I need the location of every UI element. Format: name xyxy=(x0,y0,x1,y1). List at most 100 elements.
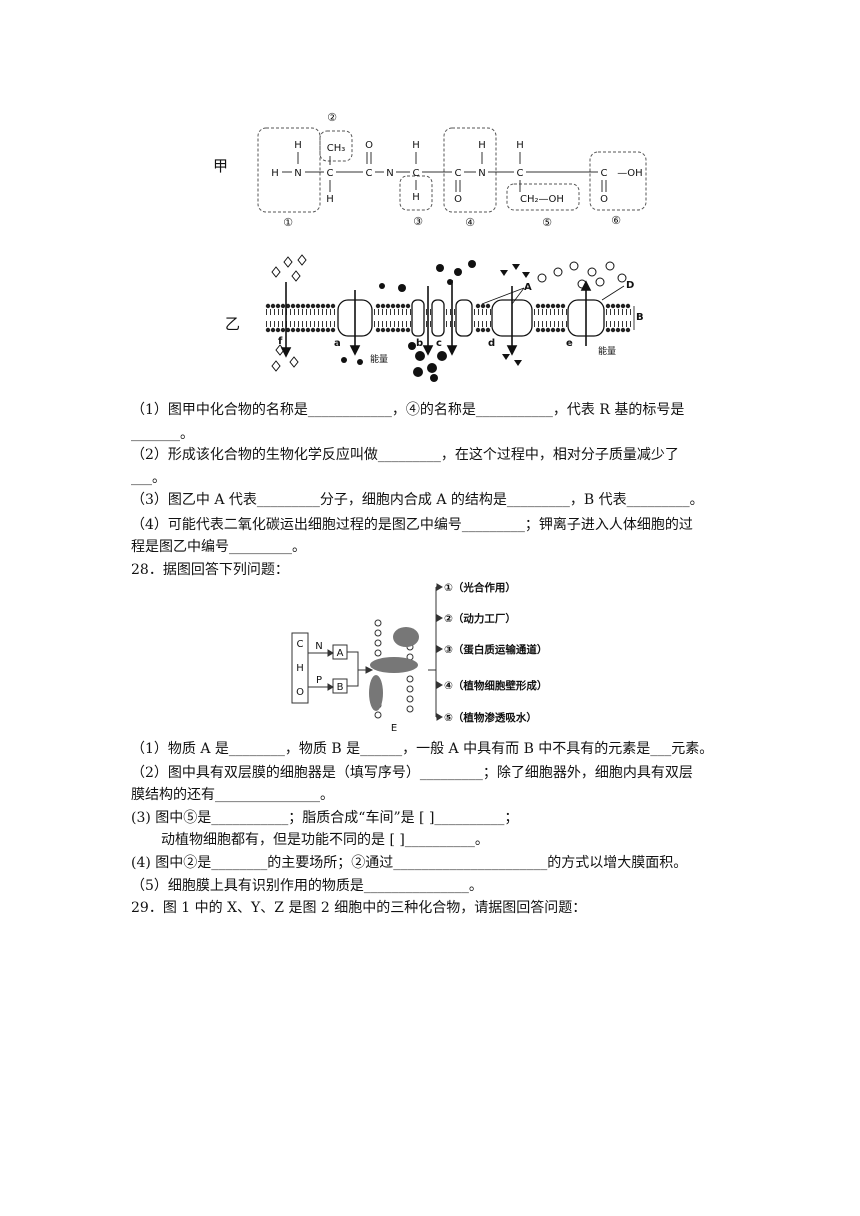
phospholipid-head xyxy=(625,327,631,333)
circled-1: ① xyxy=(283,216,293,229)
circled-2: ② xyxy=(327,111,337,124)
svg-text:C: C xyxy=(297,639,304,650)
phospholipid-head xyxy=(550,327,556,333)
svg-text:能量: 能量 xyxy=(370,353,388,365)
svg-text:C: C xyxy=(517,168,524,179)
svg-text:O: O xyxy=(454,194,462,205)
svg-text:CH₃: CH₃ xyxy=(327,143,346,154)
phospholipid-head xyxy=(295,303,301,309)
svg-text:N: N xyxy=(315,641,322,652)
q28-line-5: 动植物细胞都有，但是功能不同的是 [ ]__________。 xyxy=(161,832,489,848)
svg-text:①（光合作用）: ①（光合作用） xyxy=(444,581,516,594)
phospholipid-head xyxy=(605,303,611,309)
phospholipid-head xyxy=(485,303,491,309)
box-5 xyxy=(506,183,580,211)
svg-text:H: H xyxy=(412,192,420,203)
phospholipid-head xyxy=(325,303,331,309)
phospholipid-head xyxy=(615,327,621,333)
q27-line-6: （4）可能代表二氧化碳运出细胞过程的是图乙中编号_________；钾离子进入人… xyxy=(131,517,693,533)
svg-text:②（动力工厂）: ②（动力工厂） xyxy=(444,612,516,625)
phospholipid-head xyxy=(265,303,271,309)
phospholipid-head xyxy=(395,327,401,333)
elements-box xyxy=(291,632,309,704)
phospholipid-head xyxy=(325,327,331,333)
svg-text:—OH: —OH xyxy=(617,168,642,179)
q28-line-7: （5）细胞膜上具有识别作用的物质是_______________。 xyxy=(131,878,483,894)
svg-text:C: C xyxy=(413,168,420,179)
phospholipid-head xyxy=(625,303,631,309)
phospholipid-head xyxy=(535,327,541,333)
svg-text:d: d xyxy=(488,338,495,349)
svg-text:E: E xyxy=(391,723,397,734)
box-6 xyxy=(589,151,647,211)
phospholipid-head xyxy=(380,327,386,333)
branch-arrow xyxy=(436,614,443,622)
q28-line-3: 膜结构的还有_______________。 xyxy=(131,787,334,803)
box-2 xyxy=(319,130,353,162)
figure-yi-membrane-diagram: A B D a b c d e f 能量 能量 xyxy=(265,254,644,382)
phospholipid-head xyxy=(275,327,281,333)
phospholipid-head xyxy=(620,303,626,309)
phospholipid-head xyxy=(545,327,551,333)
phospholipid-head xyxy=(380,303,386,309)
circled-5: ⑤ xyxy=(542,216,552,229)
phospholipid-head xyxy=(480,303,486,309)
phospholipid-head xyxy=(330,327,336,333)
svg-text:C: C xyxy=(601,168,608,179)
phospholipid-head xyxy=(275,303,281,309)
svg-text:O: O xyxy=(365,140,373,151)
phospholipid-head xyxy=(280,327,286,333)
box-4 xyxy=(443,127,497,213)
svg-text:H: H xyxy=(296,663,304,674)
box-1 xyxy=(257,127,321,213)
organelle-left xyxy=(369,675,383,711)
svg-text:H: H xyxy=(294,140,302,151)
phospholipid-head xyxy=(395,303,401,309)
phospholipid-head xyxy=(385,327,391,333)
phospholipid-head xyxy=(615,303,621,309)
phospholipid-head xyxy=(620,327,626,333)
organelle-top xyxy=(393,627,419,647)
svg-text:③（蛋白质运输通道）: ③（蛋白质运输通道） xyxy=(444,643,547,656)
figure-jia-label: 甲 xyxy=(213,157,229,175)
protein-c-left xyxy=(455,299,473,337)
phospholipid-head xyxy=(270,327,276,333)
svg-text:c: c xyxy=(436,338,442,349)
q27-line-4: ___。 xyxy=(131,470,166,486)
phospholipid-head xyxy=(375,303,381,309)
svg-text:O: O xyxy=(600,194,608,205)
phospholipid-head xyxy=(315,327,321,333)
svg-text:a: a xyxy=(334,338,341,349)
svg-text:H: H xyxy=(516,140,524,151)
phospholipid-head xyxy=(385,303,391,309)
circled-4: ④ xyxy=(465,216,475,229)
svg-text:A: A xyxy=(524,282,532,293)
phospholipid-head xyxy=(540,327,546,333)
phospholipid-head xyxy=(560,327,566,333)
svg-text:C: C xyxy=(327,168,334,179)
phospholipid-head xyxy=(480,327,486,333)
phospholipid-head xyxy=(290,327,296,333)
phospholipid-head xyxy=(550,303,556,309)
phospholipid-head xyxy=(555,327,561,333)
phospholipid-head xyxy=(320,303,326,309)
branch-arrow xyxy=(436,681,443,689)
phospholipid-head xyxy=(375,327,381,333)
svg-text:b: b xyxy=(416,338,423,349)
svg-text:N: N xyxy=(478,168,485,179)
svg-text:D: D xyxy=(626,280,634,291)
phospholipid-head xyxy=(610,303,616,309)
phospholipid-head xyxy=(270,303,276,309)
q27-line-2: _______。 xyxy=(131,426,194,442)
phospholipid-head xyxy=(405,303,411,309)
q28-line-1: （1）物质 A 是________，物质 B 是______，一般 A 中具有而… xyxy=(131,741,714,757)
svg-text:CH₂—OH: CH₂—OH xyxy=(520,194,564,205)
phospholipid-head xyxy=(290,303,296,309)
svg-text:P: P xyxy=(316,675,322,686)
phospholipid-head xyxy=(610,327,616,333)
branch-arrow xyxy=(436,645,443,653)
phospholipid-head xyxy=(310,303,316,309)
branch-arrow xyxy=(436,713,443,721)
q28-title: 28．据图回答下列问题： xyxy=(131,562,289,578)
organelle-center xyxy=(370,657,418,673)
